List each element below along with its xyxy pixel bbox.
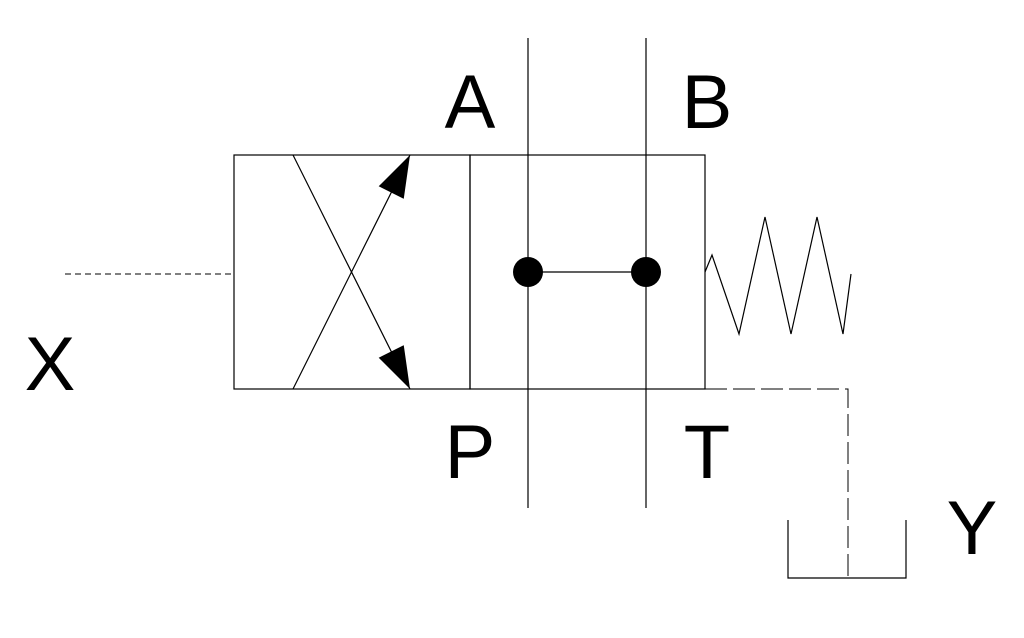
port-label-y: Y	[947, 486, 998, 571]
drain-line-y	[705, 388, 849, 578]
port-label-b: B	[682, 60, 733, 145]
junction-dot-left	[513, 257, 543, 287]
spring-icon	[704, 216, 852, 337]
junction-dot-right	[631, 257, 661, 287]
port-label-p: P	[445, 410, 496, 495]
tank-icon	[787, 520, 907, 579]
port-label-t: T	[684, 410, 730, 495]
port-label-x: X	[25, 322, 76, 407]
port-label-a: A	[445, 60, 496, 145]
flow-arrow-down	[292, 154, 411, 390]
